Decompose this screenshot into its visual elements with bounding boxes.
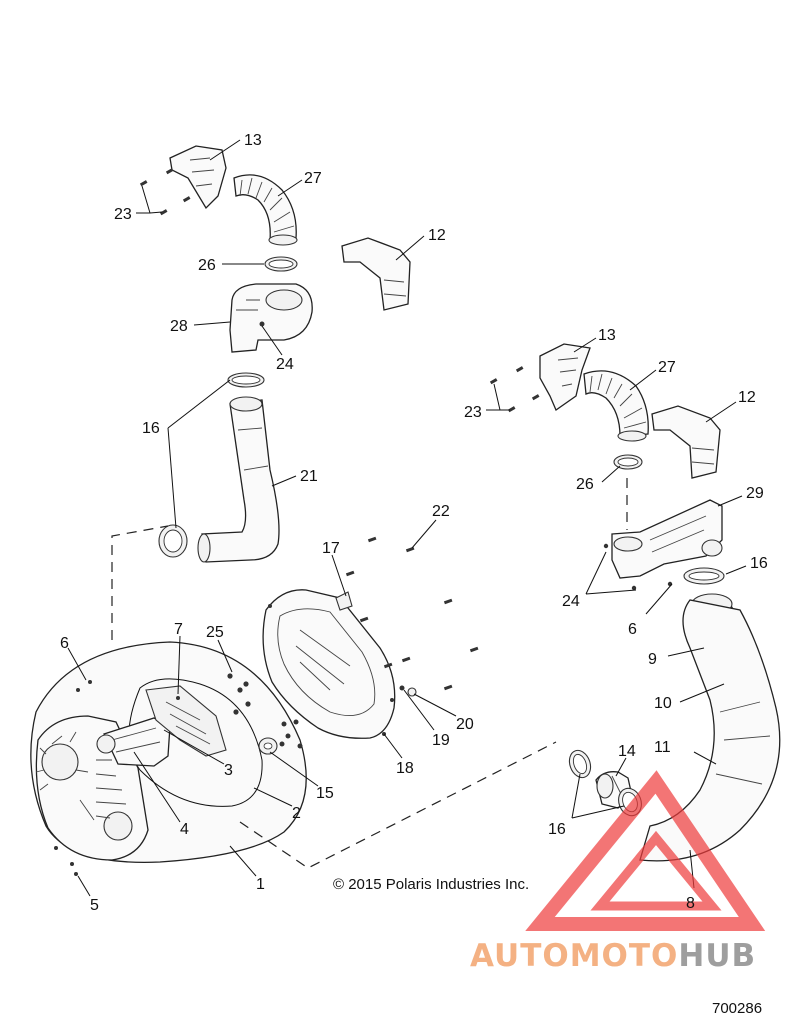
part-3-duct-adapter [96, 717, 171, 767]
callout-29: 29 [746, 485, 764, 502]
part-15-washer [258, 737, 278, 755]
part-26-clamp-left [264, 256, 298, 272]
part-13-shield-right [539, 343, 591, 411]
part-25-bolts [227, 673, 251, 715]
copyright-notice: © 2015 Polaris Industries Inc. [333, 876, 530, 893]
callout-10: 10 [654, 695, 672, 712]
part-21-intake-tube [197, 396, 280, 563]
callout-14: 14 [618, 743, 636, 760]
callout-3: 3 [224, 762, 233, 779]
callout-26-left: 26 [198, 257, 216, 274]
callout-27-left: 27 [304, 170, 322, 187]
part-16-clamps-lower-right [568, 749, 642, 817]
callout-23-left: 23 [114, 206, 132, 223]
assembly-dashed-lines [111, 478, 628, 869]
callout-24-left: 24 [276, 356, 294, 373]
callout-21: 21 [300, 468, 318, 485]
part-26-clamp-right [613, 454, 643, 470]
callout-23-right: 23 [464, 404, 482, 421]
part-17-bracket [335, 591, 353, 611]
callout-19: 19 [432, 732, 450, 749]
callout-6-left: 6 [60, 635, 69, 652]
part-23-screws-right [489, 366, 540, 413]
part-7-plate [145, 685, 227, 757]
part-27-elbow-duct-right [583, 370, 649, 442]
callout-7: 7 [174, 621, 183, 638]
watermark-text-part2: HUB [678, 938, 757, 974]
part-16-clamp-upper [227, 372, 265, 388]
callout-13-right: 13 [598, 327, 616, 344]
callout-18: 18 [396, 760, 414, 777]
watermark-logo [525, 770, 766, 931]
callout-26-right: 26 [576, 476, 594, 493]
part-23-screws-left [139, 168, 191, 216]
callout-16-upper: 16 [142, 420, 160, 437]
part-12-cover-panel-left [341, 237, 411, 311]
watermark-triangle-outer [525, 770, 766, 931]
callout-4: 4 [180, 821, 189, 838]
watermark-text: AUTOMOTOHUB [470, 938, 756, 974]
part-16-clamp-lower [158, 524, 188, 558]
part-18-cvt-cover [262, 589, 396, 739]
callout-27-right: 27 [658, 359, 676, 376]
callout-8: 8 [686, 895, 695, 912]
leader-lines [67, 139, 747, 897]
callout-16-lower: 16 [548, 821, 566, 838]
callout-6-right: 6 [628, 621, 637, 638]
watermark-text-part1: AUTOMOTO [470, 938, 679, 974]
callout-24-right: 24 [562, 593, 580, 610]
callout-labels: 13 27 23 12 26 28 24 16 21 22 17 7 25 6 … [60, 132, 768, 914]
callout-13-left: 13 [244, 132, 262, 149]
part-27-elbow-duct-left [233, 174, 298, 246]
callout-16-right: 16 [750, 555, 768, 572]
callout-2: 2 [292, 805, 301, 822]
part-12-cover-panel-right [651, 405, 721, 479]
callout-11: 11 [654, 739, 671, 756]
callout-20: 20 [456, 716, 474, 733]
callout-12-left: 12 [428, 227, 446, 244]
callout-9: 9 [648, 651, 657, 668]
callout-28: 28 [170, 318, 188, 335]
callout-1: 1 [256, 876, 265, 893]
part-cover-bolts [279, 719, 303, 749]
callout-25: 25 [206, 624, 224, 641]
part-13-shield-left [169, 145, 227, 210]
part-28-intake-housing [229, 283, 313, 353]
watermark-triangle-inner [590, 830, 722, 911]
diagram-id: 700286 [712, 1000, 763, 1017]
callout-12-right: 12 [738, 389, 756, 406]
part-11-outlet-duct [639, 599, 781, 862]
part-16-clamp-right [683, 567, 725, 585]
callout-17: 17 [322, 540, 340, 557]
callout-5: 5 [90, 897, 99, 914]
part-29-plenum [603, 499, 723, 591]
callout-15: 15 [316, 785, 334, 802]
callout-22: 22 [432, 503, 450, 520]
